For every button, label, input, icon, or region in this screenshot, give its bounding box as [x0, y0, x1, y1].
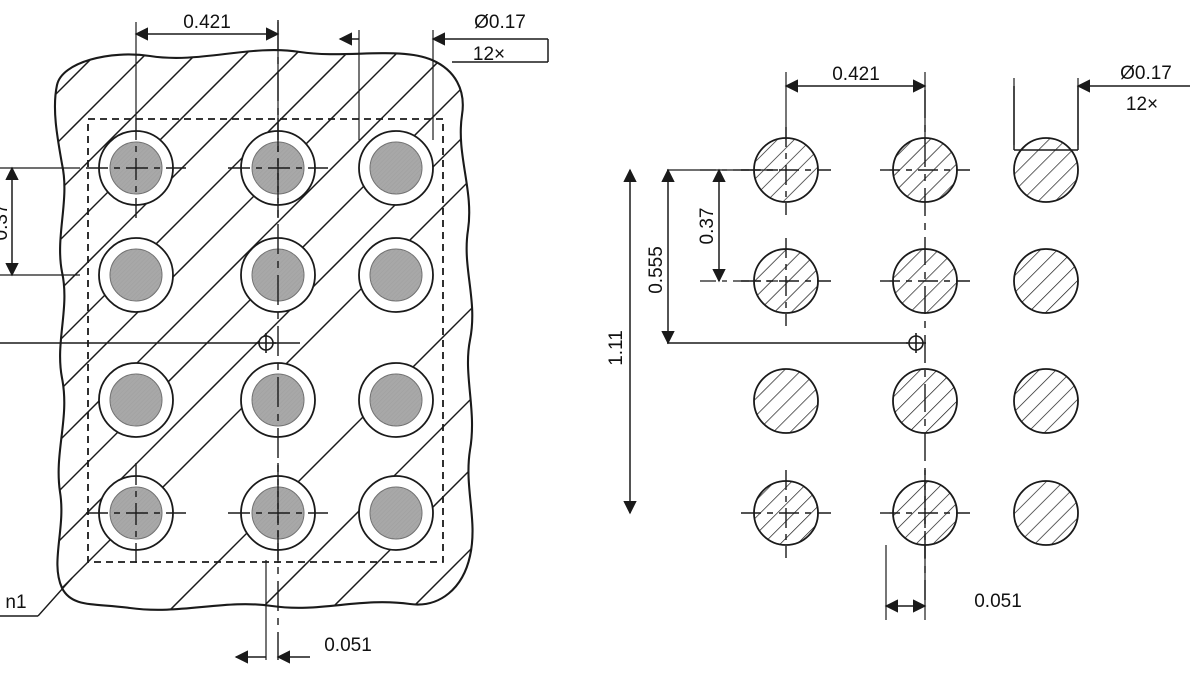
- pad-array: [98, 130, 434, 551]
- dim-label-col-pitch: 0.421: [183, 12, 231, 33]
- pad: [98, 237, 174, 313]
- dim-col-pitch-right: 0.421: [784, 64, 927, 140]
- dim-label-row-pitch-right: 0.37: [697, 208, 718, 245]
- hole: [1013, 368, 1079, 434]
- left-assembly-view: 0.421 Ø0.17 12× 0.37: [0, 12, 549, 664]
- dim-label-row-pitch: 0.37: [0, 204, 12, 241]
- dim-hole-dia-left: Ø0.17 12×: [338, 12, 549, 140]
- dim-label-hole-count-right: 12×: [1126, 94, 1158, 115]
- dim-label-col-pitch-right: 0.421: [832, 64, 880, 85]
- pad: [358, 475, 434, 551]
- dim-label-hole-count: 12×: [473, 44, 505, 65]
- pad: [98, 362, 174, 438]
- dim-col-pitch-left: 0.421: [134, 12, 280, 120]
- dim-label-hole-dia-right: Ø0.17: [1120, 63, 1172, 84]
- dim-label-hole-dia: Ø0.17: [474, 12, 526, 33]
- origin-symbol: [256, 333, 276, 353]
- dim-edge-offset-left: 0.051: [234, 560, 372, 664]
- datum-callout-label: n1: [5, 592, 26, 613]
- axis-centerlines: [0, 20, 300, 660]
- pad: [358, 362, 434, 438]
- dim-label-overall-height: 1.11: [606, 330, 627, 366]
- right-origin-symbol: [906, 333, 926, 353]
- dim-row-pitch-left: 0.37: [0, 166, 80, 277]
- hole: [1013, 480, 1079, 546]
- pad: [358, 237, 434, 313]
- dim-overall-height-right: 1.11: [606, 168, 637, 515]
- hole: [1013, 137, 1079, 203]
- dim-hole-dia-right: Ø0.17 12×: [1013, 63, 1190, 151]
- dim-label-half-height: 0.555: [646, 246, 667, 294]
- dim-half-height-right: 0.555: [646, 168, 778, 345]
- dim-edge-offset-right: 0.051: [884, 545, 1022, 620]
- right-pattern-view: 0.421 Ø0.17 12× 0.37: [606, 63, 1190, 620]
- hole: [1013, 248, 1079, 314]
- pad: [358, 130, 434, 206]
- dim-label-edge-offset-right: 0.051: [974, 591, 1022, 612]
- dim-label-edge-offset: 0.051: [324, 635, 372, 656]
- hole: [753, 368, 819, 434]
- datum-callout-left: n1: [0, 577, 73, 617]
